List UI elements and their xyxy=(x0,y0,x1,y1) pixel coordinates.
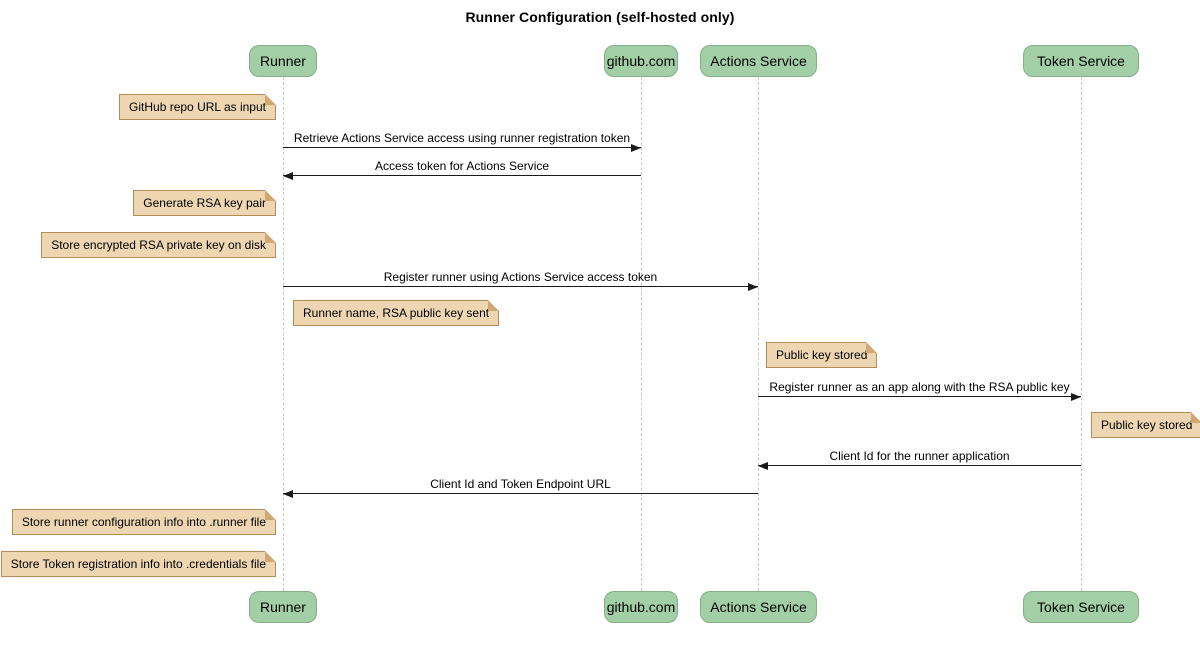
message-line xyxy=(283,147,641,148)
arrowhead-icon xyxy=(1071,393,1081,401)
note-text: GitHub repo URL as input xyxy=(129,100,266,114)
note-fold-icon xyxy=(265,94,276,105)
lifeline-github xyxy=(641,77,642,591)
note-runner-name-public-key-sent: Runner name, RSA public key sent xyxy=(293,300,500,326)
message-retrieve-actions-access: Retrieve Actions Service access using ru… xyxy=(283,128,641,152)
message-line xyxy=(283,175,641,176)
note-text: Runner name, RSA public key sent xyxy=(303,306,490,320)
note-store-encrypted-private-key: Store encrypted RSA private key on disk xyxy=(41,232,276,258)
note-text: Generate RSA key pair xyxy=(143,196,266,210)
note-store-credentials-file: Store Token registration info into .cred… xyxy=(0,551,276,577)
message-label: Register runner as an app along with the… xyxy=(769,380,1070,394)
note-text: Store encrypted RSA private key on disk xyxy=(51,238,266,252)
message-client-id-endpoint-url: Client Id and Token Endpoint URL xyxy=(283,474,758,498)
message-access-token-returned: Access token for Actions Service xyxy=(283,156,641,180)
lifeline-actions-service xyxy=(758,77,759,591)
arrowhead-icon xyxy=(283,490,293,498)
note-text: Store runner configuration info into .ru… xyxy=(21,515,266,529)
diagram-title: Runner Configuration (self-hosted only) xyxy=(465,9,735,25)
actor-label: Runner xyxy=(260,599,306,615)
actor-github-top: github.com xyxy=(604,45,678,77)
message-line xyxy=(283,286,758,287)
actor-label: Runner xyxy=(260,53,306,69)
actor-runner-bottom: Runner xyxy=(249,591,317,623)
note-fold-icon xyxy=(488,300,500,311)
note-fold-icon xyxy=(265,551,276,562)
note-generate-rsa-key-pair: Generate RSA key pair xyxy=(133,190,276,216)
message-line xyxy=(283,493,758,494)
note-text: Public key stored xyxy=(776,348,868,362)
arrowhead-icon xyxy=(631,144,641,152)
note-store-runner-file: Store runner configuration info into .ru… xyxy=(11,509,276,535)
note-github-repo-url-input: GitHub repo URL as input xyxy=(119,94,276,120)
actor-github-bottom: github.com xyxy=(604,591,678,623)
note-text: Public key stored xyxy=(1101,418,1193,432)
message-line xyxy=(758,396,1081,397)
message-label: Register runner using Actions Service ac… xyxy=(383,270,658,284)
actor-label: github.com xyxy=(606,53,676,69)
note-fold-icon xyxy=(265,509,276,520)
message-client-id-returned: Client Id for the runner application xyxy=(758,446,1081,470)
message-label: Retrieve Actions Service access using ru… xyxy=(293,131,631,145)
actor-actions-service-bottom: Actions Service xyxy=(700,591,817,623)
lifeline-runner xyxy=(283,77,284,591)
actor-actions-service-top: Actions Service xyxy=(700,45,817,77)
note-fold-icon xyxy=(866,342,878,353)
note-fold-icon xyxy=(1191,412,1200,423)
arrowhead-icon xyxy=(758,462,768,470)
actor-label: Token Service xyxy=(1037,599,1125,615)
message-register-runner: Register runner using Actions Service ac… xyxy=(283,267,758,291)
actor-label: Token Service xyxy=(1037,53,1125,69)
message-register-runner-app: Register runner as an app along with the… xyxy=(758,377,1081,401)
note-public-key-stored-token: Public key stored xyxy=(1091,412,1200,438)
message-label: Client Id and Token Endpoint URL xyxy=(430,477,611,491)
actor-label: Actions Service xyxy=(710,599,807,615)
note-public-key-stored-actions: Public key stored xyxy=(766,342,878,368)
arrowhead-icon xyxy=(283,172,293,180)
message-label: Client Id for the runner application xyxy=(829,449,1010,463)
actor-label: github.com xyxy=(606,599,676,615)
lifeline-token-service xyxy=(1081,77,1082,591)
note-fold-icon xyxy=(265,232,276,243)
message-label: Access token for Actions Service xyxy=(374,159,550,173)
actor-runner-top: Runner xyxy=(249,45,317,77)
arrowhead-icon xyxy=(748,283,758,291)
actor-token-service-top: Token Service xyxy=(1023,45,1139,77)
note-fold-icon xyxy=(265,190,276,201)
actor-label: Actions Service xyxy=(710,53,807,69)
note-text: Store Token registration info into .cred… xyxy=(10,557,266,571)
message-line xyxy=(758,465,1081,466)
actor-token-service-bottom: Token Service xyxy=(1023,591,1139,623)
